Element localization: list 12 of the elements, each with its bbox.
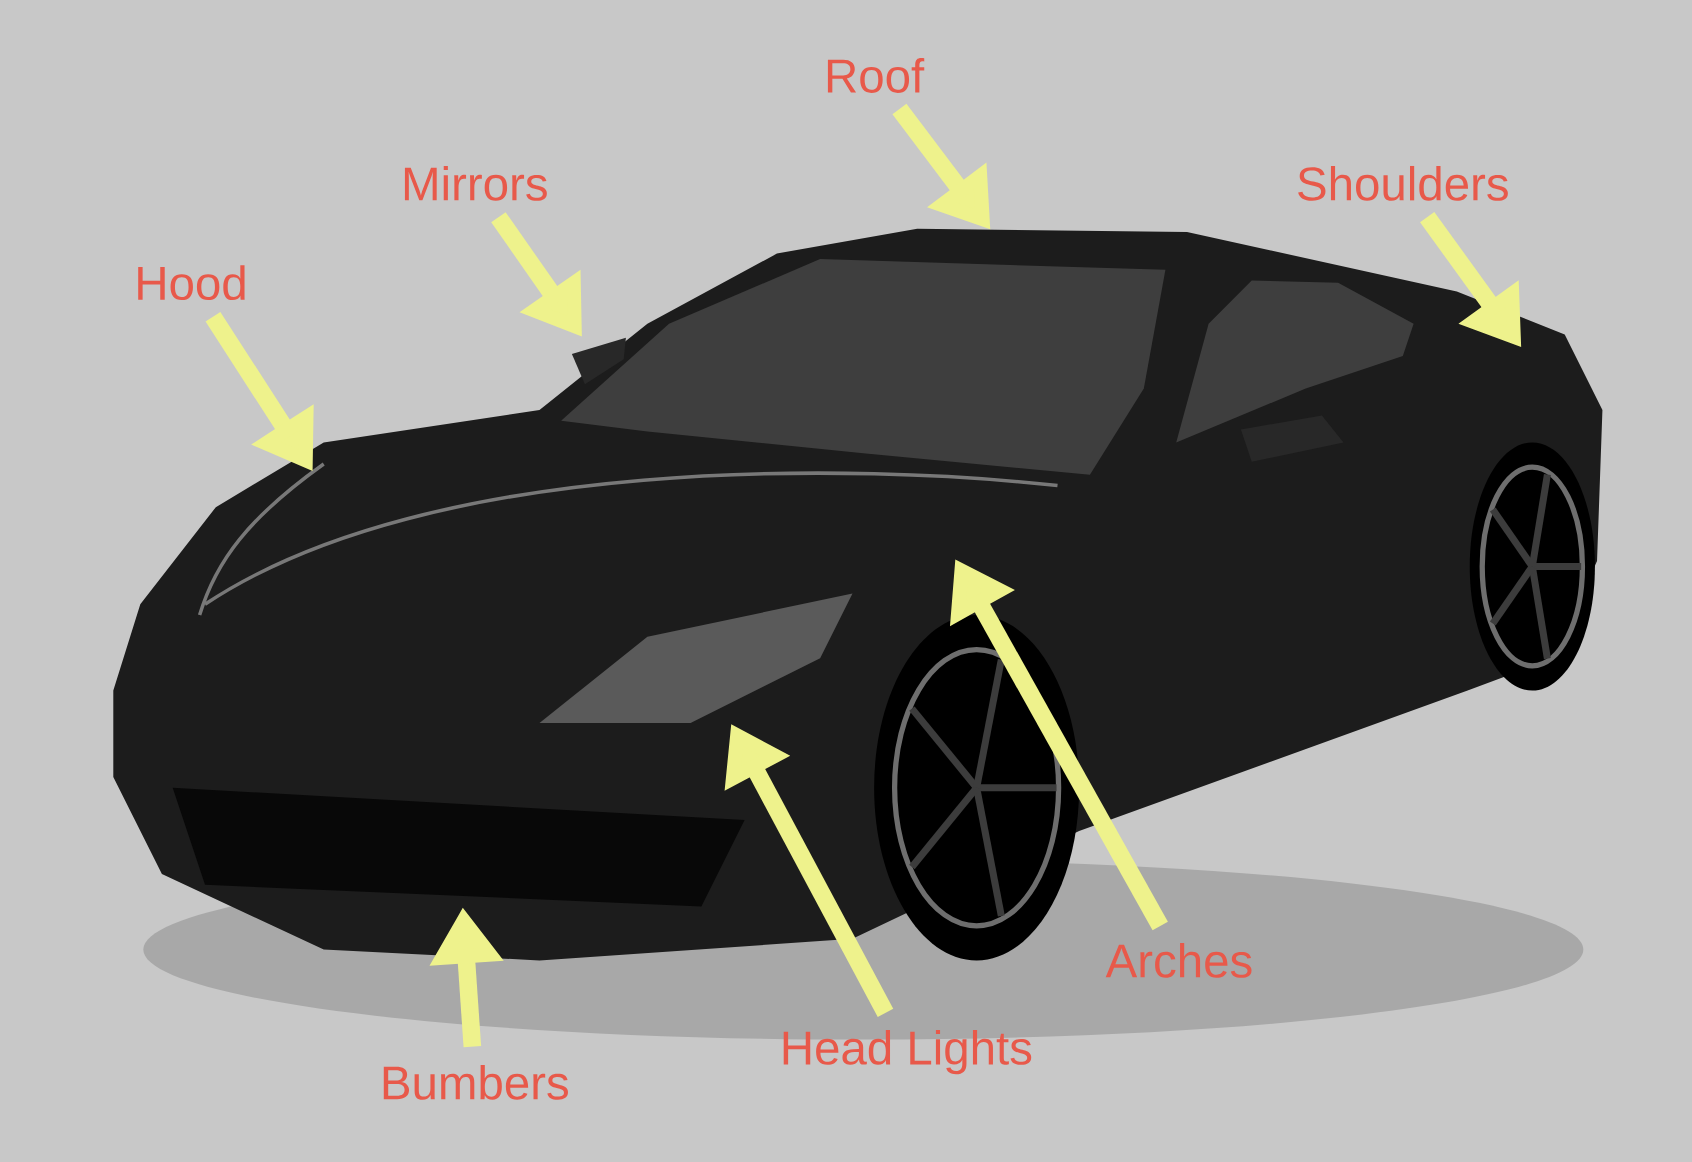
part-label: Shoulders: [1298, 165, 1508, 201]
part-label: Mirrors: [404, 165, 547, 201]
part-label: Roof: [827, 58, 925, 93]
windshield: [561, 259, 1166, 475]
part-label: Bumbers: [383, 1064, 568, 1100]
grille: [172, 787, 745, 907]
mirror: [571, 337, 626, 385]
side-window-drawing: [1176, 280, 1414, 462]
part-label: Hood: [138, 265, 245, 301]
headlight: [539, 593, 853, 723]
part-label: Head Lights: [783, 1030, 1032, 1075]
part-label: Arches: [1105, 943, 1252, 978]
